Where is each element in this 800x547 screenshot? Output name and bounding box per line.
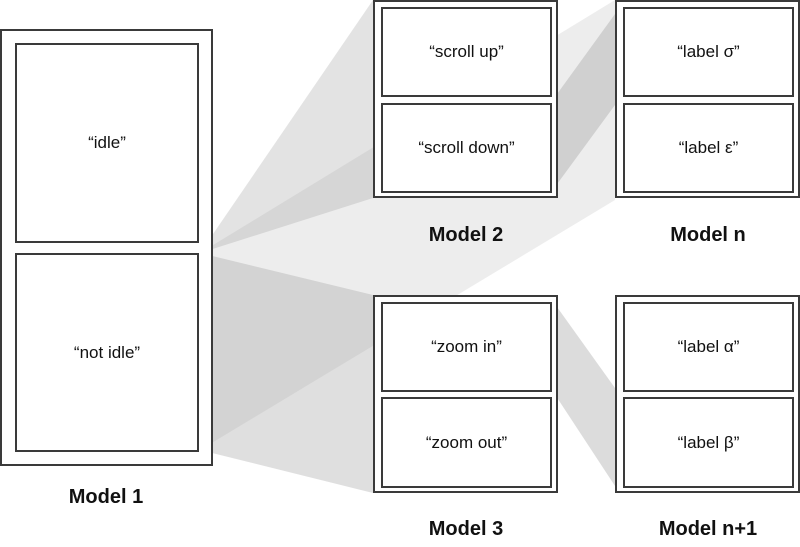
model-n-caption: Model n: [670, 224, 746, 246]
cell-label: “not idle”: [73, 342, 141, 362]
model-n-cell-label-epsilon: “label ε”: [623, 103, 794, 193]
cell-label: “idle”: [88, 133, 126, 152]
model-1-caption: Model 1: [68, 486, 144, 508]
cell-label: “label ε”: [678, 138, 739, 157]
model-n-plus-1-cell-label-beta: “label β”: [623, 397, 794, 488]
model-1-cell-not-idle: “not idle”: [15, 253, 199, 452]
model-1-frame: “idle” “not idle”: [0, 29, 213, 466]
model-n-plus-1-frame: “label α” “label β”: [615, 295, 800, 493]
model-n-plus-1-caption: Model n+1: [658, 518, 758, 540]
model-n-plus-1-cell-label-alpha: “label α”: [623, 302, 794, 392]
model-2-caption: Model 2: [428, 224, 504, 246]
model-3-cell-zoom-out: “zoom out”: [381, 397, 552, 488]
cell-label: “label α”: [677, 337, 740, 356]
model-2-cell-scroll-up: “scroll up”: [381, 7, 552, 97]
cell-label: “label σ”: [677, 42, 740, 61]
cell-label: “scroll down”: [418, 138, 515, 157]
model-1-cell-idle: “idle”: [15, 43, 199, 243]
model-3-cell-zoom-in: “zoom in”: [381, 302, 552, 392]
model-n-frame: “label σ” “label ε”: [615, 0, 800, 198]
projection-scroll-down-to-model-n: [552, 14, 615, 191]
cell-label: “label β”: [677, 432, 740, 452]
model-2-frame: “scroll up” “scroll down”: [373, 0, 558, 198]
model-3-frame: “zoom in” “zoom out”: [373, 295, 558, 493]
model-2-cell-scroll-down: “scroll down”: [381, 103, 552, 193]
cell-label: “zoom in”: [431, 337, 502, 356]
projection-not-idle-to-model-3: [200, 253, 373, 493]
projection-not-idle-to-model-2: [200, 0, 373, 253]
cell-label: “zoom out”: [425, 432, 508, 452]
projection-zoom-in-to-model-n-plus-1: [552, 300, 615, 486]
model-3-caption: Model 3: [428, 518, 504, 540]
model-n-cell-label-sigma: “label σ”: [623, 7, 794, 97]
cell-label: “scroll up”: [429, 42, 504, 61]
